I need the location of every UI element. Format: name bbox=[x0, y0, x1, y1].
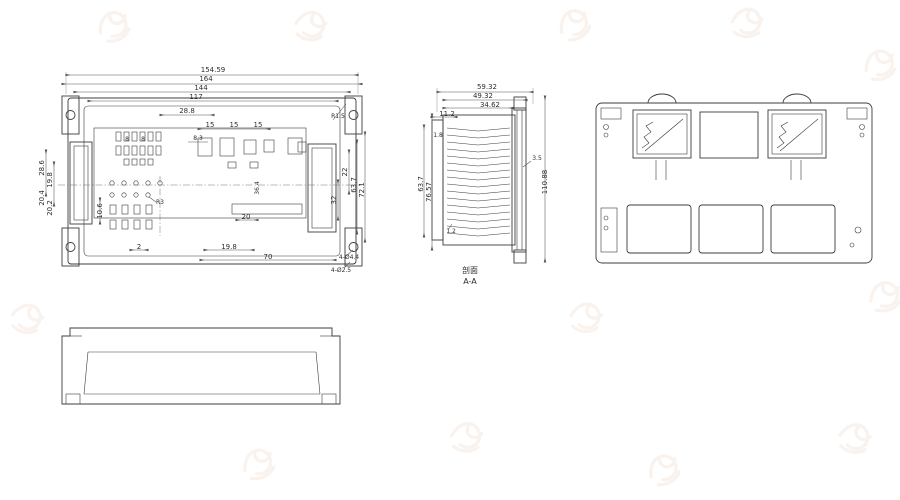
dimension-label: 22 bbox=[341, 168, 349, 177]
dimension-label: R3 bbox=[156, 199, 164, 206]
dimension-label: 32 bbox=[330, 196, 338, 205]
component-row bbox=[197, 137, 307, 169]
bottom-cutout-1 bbox=[626, 204, 692, 254]
bottom-profile-view bbox=[61, 327, 341, 405]
mounting-hole bbox=[65, 242, 76, 252]
section-dimensions bbox=[422, 88, 547, 263]
dimension-label: 11.2 bbox=[439, 110, 455, 118]
dimension-label: 1.8 bbox=[433, 132, 443, 139]
dimension-label: 15 bbox=[230, 121, 239, 129]
bottom-slot bbox=[231, 203, 303, 215]
mounting-hole bbox=[348, 242, 359, 252]
dimension-label: 19.8 bbox=[46, 172, 54, 188]
dimension-label: 15 bbox=[254, 121, 263, 129]
dimension-label: 20.2 bbox=[46, 200, 54, 216]
dimension-label: 20 bbox=[242, 213, 251, 221]
front-dimensions bbox=[44, 72, 367, 269]
section-view: 剖面 A-A bbox=[422, 88, 547, 286]
dimension-label: 76.57 bbox=[425, 182, 433, 202]
pad-grid-top bbox=[115, 131, 162, 166]
dimension-label: 144 bbox=[194, 84, 208, 92]
center-cutout-top bbox=[699, 111, 759, 159]
section-label-line1: 剖面 bbox=[462, 265, 478, 275]
bottom-cutout-3 bbox=[770, 204, 836, 254]
dimension-label: 63.7 bbox=[417, 176, 425, 192]
dimension-label: 36.4 bbox=[254, 181, 261, 195]
dimension-label: 8.3 bbox=[193, 135, 203, 142]
fin-stack bbox=[446, 127, 511, 237]
dimension-label: 3.5 bbox=[532, 155, 542, 162]
dimension-label: 63.7 bbox=[350, 177, 358, 193]
dimension-label: 8 bbox=[141, 136, 145, 143]
dimension-label: 1.2 bbox=[446, 228, 456, 235]
foot-left bbox=[65, 393, 81, 405]
front-view bbox=[44, 72, 367, 269]
spring-clip-right bbox=[776, 121, 789, 149]
dimension-label: 117 bbox=[189, 93, 202, 101]
foot-right bbox=[321, 393, 337, 405]
dimension-label: 154.59 bbox=[201, 66, 226, 74]
watermark-pattern bbox=[6, 4, 900, 490]
dimension-label: 15 bbox=[206, 121, 215, 129]
rear-view bbox=[595, 93, 873, 264]
latch-cutout-left bbox=[632, 109, 692, 159]
dimension-label: 59.32 bbox=[477, 83, 497, 91]
dimension-label: 110.88 bbox=[541, 170, 549, 195]
dimension-label: 72.1 bbox=[358, 182, 366, 198]
dimension-label: 10.6 bbox=[96, 203, 104, 219]
latch-cutout-right bbox=[767, 109, 827, 159]
dimension-label: 34.62 bbox=[480, 101, 500, 109]
mounting-hole bbox=[348, 110, 359, 120]
dimension-label: 28.6 bbox=[38, 160, 46, 176]
dimension-label: 8 bbox=[125, 136, 129, 143]
dimension-label: 70 bbox=[264, 253, 273, 261]
dimension-label: 20.4 bbox=[38, 190, 46, 206]
dimension-label: R1.5 bbox=[331, 113, 345, 120]
section-label-line2: A-A bbox=[463, 277, 477, 286]
dimension-label: 49.32 bbox=[473, 92, 493, 100]
dimension-label: 19.8 bbox=[221, 243, 237, 251]
dimension-label: 2 bbox=[137, 243, 141, 251]
dimension-label: 4-Ø2.5 bbox=[331, 267, 351, 274]
pad-grid-bottom bbox=[109, 180, 163, 230]
bottom-cutout-2 bbox=[698, 204, 764, 254]
dimension-label: 164 bbox=[199, 75, 213, 83]
spring-clip-left bbox=[641, 121, 654, 149]
mounting-hole bbox=[65, 110, 76, 120]
dimension-label: 4-Ø4.4 bbox=[339, 254, 359, 261]
dimension-label: 28.8 bbox=[179, 107, 195, 115]
